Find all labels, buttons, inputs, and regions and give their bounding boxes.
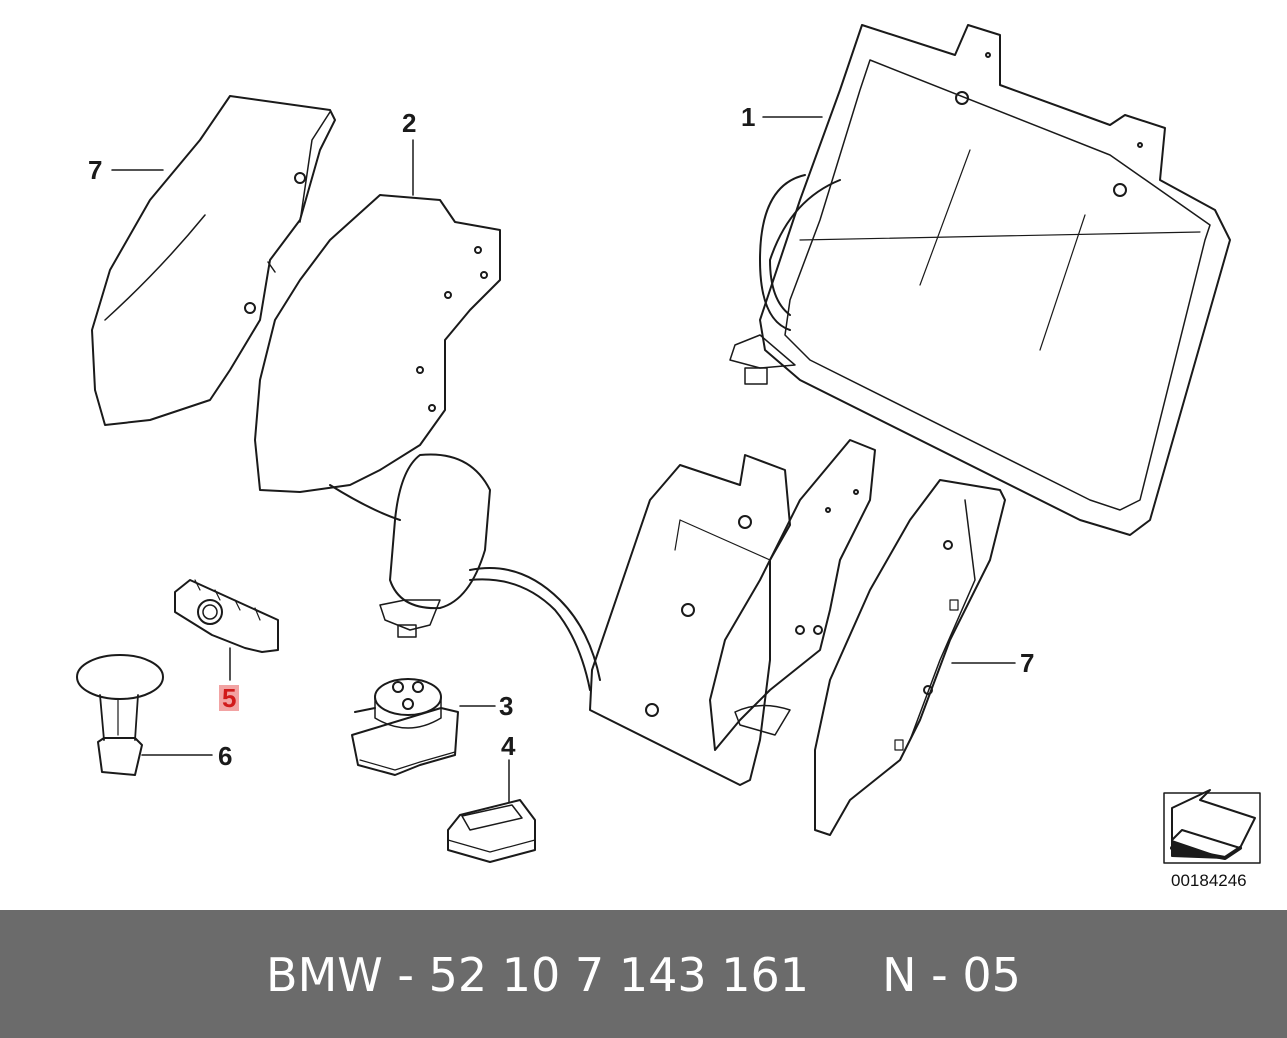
part-3-motor [351, 678, 459, 776]
callout-3: 3 [499, 691, 514, 721]
callout-7-right: 7 [1020, 648, 1035, 678]
callout-1: 1 [741, 102, 756, 132]
caption-bar [0, 910, 1287, 1038]
lower-bracket [589, 439, 876, 786]
callout-4: 4 [501, 731, 516, 761]
callout-2: 2 [402, 108, 417, 138]
part-7-left-cover [91, 95, 336, 426]
callout-5-highlighted: 5 [219, 685, 240, 711]
orientation-arrow-icon [1163, 789, 1261, 864]
part-2-mounting-panel [254, 194, 601, 691]
diagram-drawing [76, 24, 1261, 864]
callout-7-left: 7 [88, 155, 103, 185]
callout-6: 6 [218, 741, 233, 771]
part-4-switch [447, 799, 536, 863]
parts-diagram: 1 2 3 4 5 6 7 7 00184246 [76, 24, 1261, 890]
part-6-rivet [76, 654, 164, 776]
part-number-caption: BMW - 52 10 7 143 161 N - 05 [266, 948, 1021, 1002]
part-1-tray [729, 24, 1231, 536]
part-7-right-cover [814, 479, 1006, 836]
leader-lines [111, 116, 1016, 803]
part-5-clip [174, 579, 279, 653]
diagram-reference-number: 00184246 [1171, 871, 1247, 890]
